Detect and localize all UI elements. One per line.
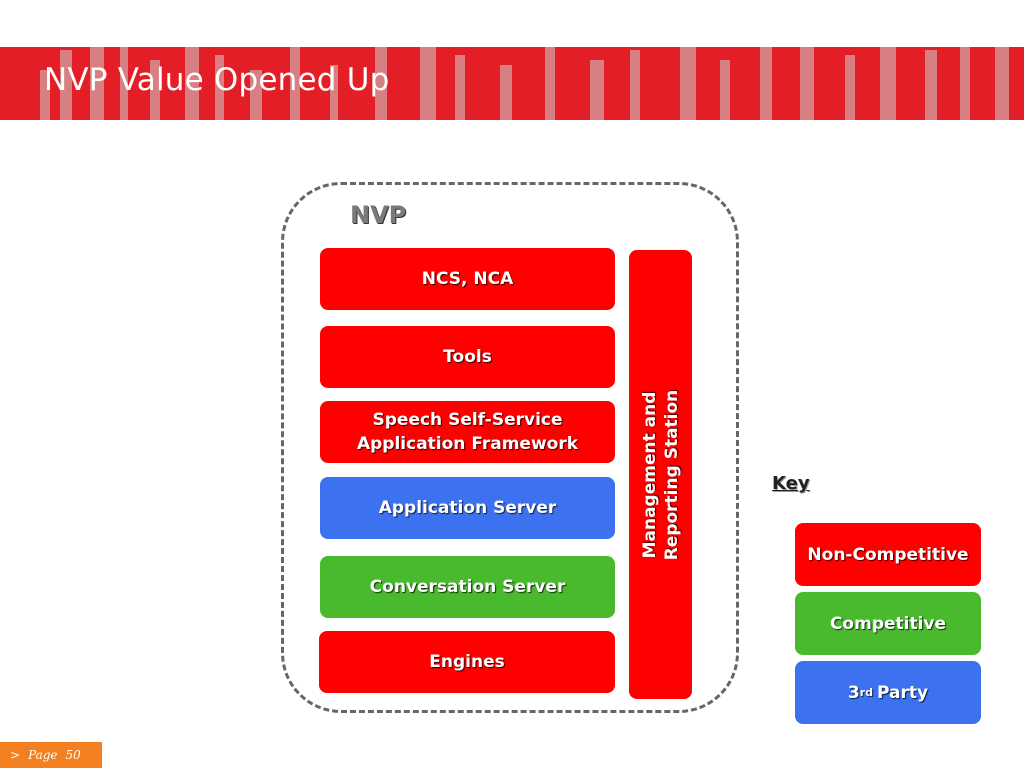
header-band [0, 47, 1024, 120]
key-third-party-number: 3 [847, 682, 860, 703]
key-title: Key [772, 473, 810, 494]
page-word: Page [28, 748, 58, 762]
block-speech-self-service: Speech Self-Service Application Framewor… [320, 401, 615, 463]
key-third-party-word: Party [877, 682, 929, 703]
key-non-competitive: Non-Competitive [795, 523, 981, 586]
page-number: 50 [65, 748, 81, 762]
management-reporting-bar: Management and Reporting Station [629, 250, 692, 699]
nvp-container-label: NVP [350, 201, 407, 229]
block-tools: Tools [320, 326, 615, 388]
block-ncs-nca: NCS, NCA [320, 248, 615, 310]
page-number-tag: > Page 50 [0, 742, 102, 768]
block-application-server: Application Server [320, 477, 615, 539]
waveform-decoration [40, 47, 1009, 120]
management-reporting-label: Management and Reporting Station [639, 389, 682, 560]
block-engines: Engines [319, 631, 615, 693]
key-competitive: Competitive [795, 592, 981, 655]
page-arrow-icon: > [10, 748, 21, 762]
nvp-dashed-container [281, 182, 739, 713]
block-conversation-server: Conversation Server [320, 556, 615, 618]
key-third-party-suffix: rd [859, 686, 874, 699]
page-title: NVP Value Opened Up [44, 62, 390, 98]
